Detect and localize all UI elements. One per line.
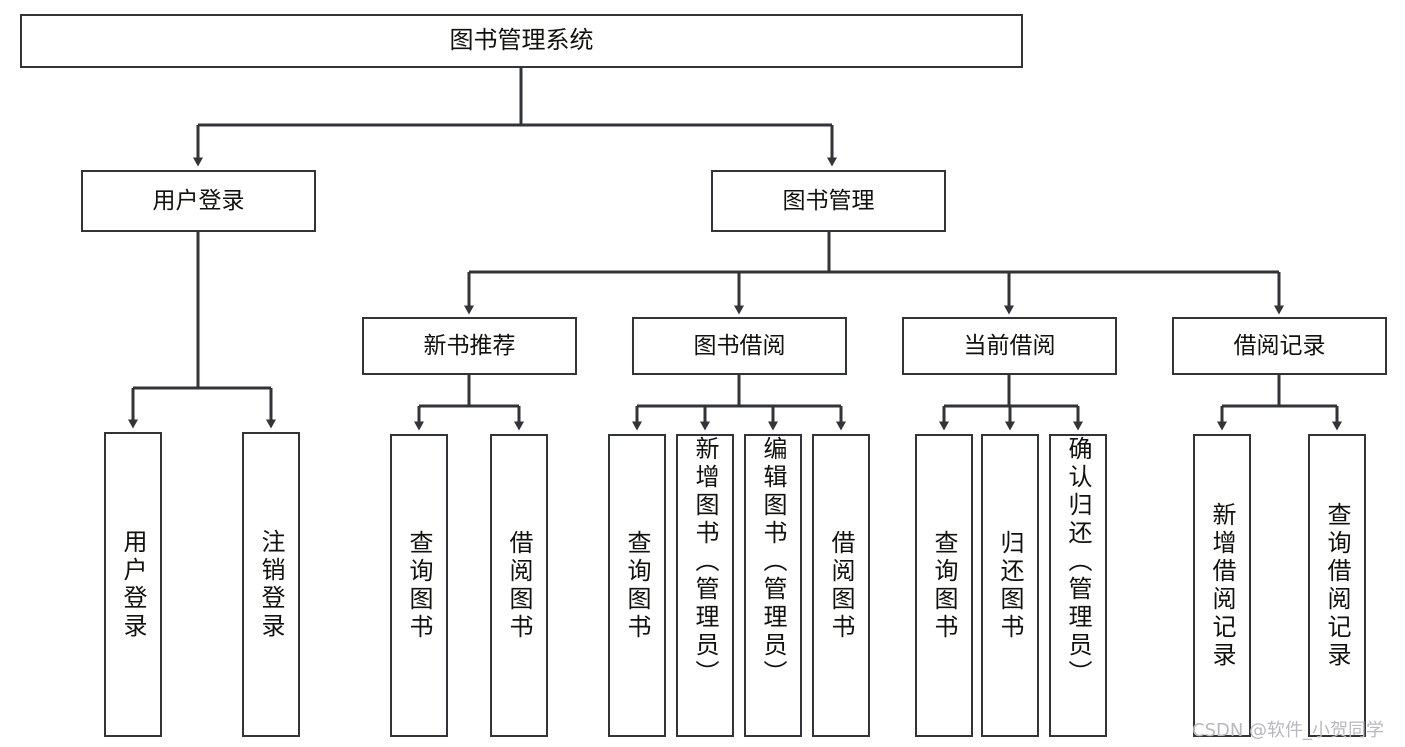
node-leaf-borrow-book-1-label: 借阅图书: [505, 529, 533, 642]
node-user-login-label: 用户登录: [152, 187, 245, 214]
node-leaf-add-book[interactable]: 新增图书（管理员）: [676, 434, 734, 737]
node-current-borrow-label: 当前借阅: [963, 332, 1056, 359]
watermark: CSDN @软件_小贺同学: [1192, 720, 1385, 741]
node-leaf-return-book-label: 归还图书: [996, 529, 1024, 642]
node-book-manage-label: 图书管理: [782, 187, 875, 214]
node-leaf-user-login[interactable]: 用户登录: [104, 432, 162, 737]
node-leaf-query-book-3-label: 查询图书: [930, 529, 958, 642]
node-leaf-add-book-label: 新增图书（管理员）: [691, 436, 719, 688]
node-current-borrow[interactable]: 当前借阅: [902, 317, 1117, 375]
node-leaf-borrow-book-1[interactable]: 借阅图书: [490, 434, 548, 737]
node-leaf-borrow-book-2[interactable]: 借阅图书: [812, 434, 870, 737]
node-leaf-return-book[interactable]: 归还图书: [981, 434, 1039, 737]
node-borrow-record-label: 借阅记录: [1233, 332, 1326, 359]
node-leaf-borrow-book-2-label: 借阅图书: [827, 529, 855, 642]
node-leaf-edit-book[interactable]: 编辑图书（管理员）: [744, 434, 802, 737]
node-book-borrow[interactable]: 图书借阅: [632, 317, 847, 375]
node-leaf-query-book-2-label: 查询图书: [623, 529, 651, 642]
node-leaf-query-book-2[interactable]: 查询图书: [608, 434, 666, 737]
node-leaf-query-record[interactable]: 查询借阅记录: [1308, 434, 1366, 737]
node-book-manage[interactable]: 图书管理: [711, 170, 946, 232]
node-leaf-add-record-label: 新增借阅记录: [1208, 501, 1236, 670]
node-leaf-query-book-3[interactable]: 查询图书: [915, 434, 973, 737]
node-leaf-query-record-label: 查询借阅记录: [1323, 501, 1351, 670]
node-leaf-confirm-return-label: 确认归还（管理员）: [1064, 436, 1092, 688]
node-leaf-query-book-1-label: 查询图书: [405, 529, 433, 642]
node-leaf-confirm-return[interactable]: 确认归还（管理员）: [1049, 434, 1107, 737]
node-borrow-record[interactable]: 借阅记录: [1172, 317, 1387, 375]
node-leaf-user-logout-label: 注销登录: [257, 528, 285, 641]
node-root-label: 图书管理系统: [449, 26, 594, 55]
node-user-login[interactable]: 用户登录: [81, 170, 316, 232]
node-leaf-user-logout[interactable]: 注销登录: [242, 432, 300, 737]
node-new-book-rec-label: 新书推荐: [423, 332, 516, 359]
node-leaf-edit-book-label: 编辑图书（管理员）: [759, 436, 787, 688]
node-root[interactable]: 图书管理系统: [20, 14, 1023, 68]
node-leaf-add-record[interactable]: 新增借阅记录: [1193, 434, 1251, 737]
node-book-borrow-label: 图书借阅: [693, 332, 786, 359]
node-leaf-user-login-label: 用户登录: [119, 528, 147, 641]
node-leaf-query-book-1[interactable]: 查询图书: [390, 434, 448, 737]
node-new-book-rec[interactable]: 新书推荐: [362, 317, 577, 375]
